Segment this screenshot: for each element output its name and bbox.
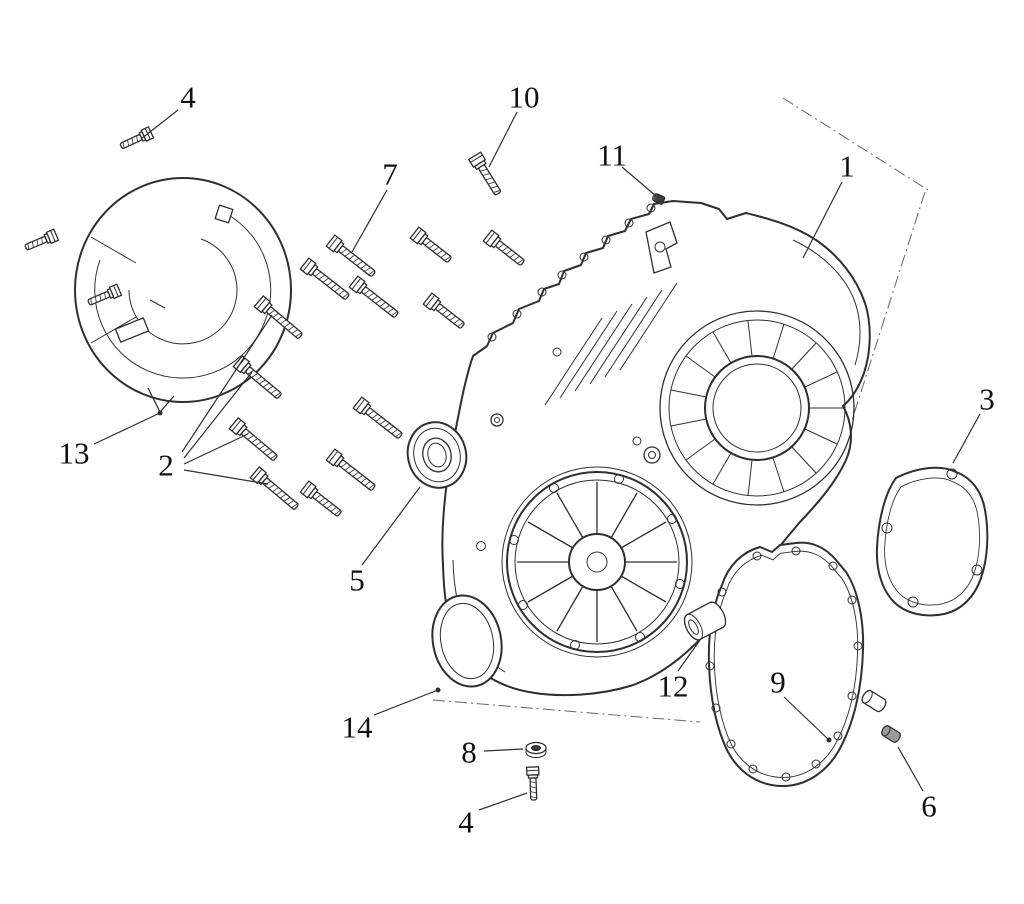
bolt [348, 275, 402, 322]
part-number: 11 [597, 138, 627, 173]
bolt [299, 480, 345, 521]
leader-line [621, 166, 657, 197]
nut-part8 [525, 741, 547, 758]
part-number: 2 [158, 448, 174, 483]
leader-line [952, 413, 981, 464]
stator-cover [506, 471, 688, 653]
leader-line [783, 696, 830, 741]
leader-line [183, 371, 253, 459]
part-number: 5 [349, 563, 365, 598]
callout-10: 10 [488, 80, 540, 168]
leader-line [183, 469, 269, 485]
part-number: 8 [461, 735, 477, 770]
gasket-part3 [875, 466, 989, 617]
bolt [299, 257, 353, 304]
bolt [409, 226, 455, 267]
bolt [325, 234, 379, 281]
callout-13: 13 [59, 412, 161, 471]
callout-4: 4 [140, 80, 196, 140]
leader-line [488, 111, 518, 168]
part-number: 13 [59, 436, 90, 471]
leader-line [677, 639, 701, 672]
leader-line [373, 689, 439, 716]
callout-4: 4 [458, 792, 528, 840]
part-number: 1 [839, 149, 855, 184]
bolt [249, 466, 302, 514]
bolt [482, 229, 528, 270]
part-number: 9 [770, 665, 786, 700]
part-number: 7 [382, 157, 398, 192]
leader-line [351, 189, 388, 253]
part-number: 6 [921, 789, 937, 824]
bolt [525, 766, 541, 801]
bushing-part12 [683, 601, 727, 641]
oil-seal-part5 [406, 421, 468, 489]
bolt [117, 126, 155, 153]
leader-line [361, 486, 421, 566]
callout-14: 14 [342, 689, 439, 745]
leader-line [181, 314, 273, 453]
part-number: 3 [979, 382, 995, 417]
leader-line [478, 792, 528, 811]
bolt [468, 151, 505, 198]
bolt [422, 292, 468, 333]
bolt [228, 417, 281, 465]
callout-3: 3 [952, 382, 995, 464]
callout-1: 1 [802, 149, 855, 259]
leader-line [140, 109, 179, 140]
fan-shroud-part13 [74, 177, 292, 414]
part-number: 12 [658, 669, 689, 704]
callout-12: 12 [658, 639, 701, 704]
leader-line [897, 746, 924, 792]
callout-7: 7 [351, 157, 398, 253]
bolt [325, 448, 379, 495]
plug-part11 [651, 193, 666, 205]
callout-2: 2 [158, 314, 273, 485]
leader-line [93, 412, 161, 445]
part-number: 4 [458, 805, 474, 840]
bolt [22, 228, 60, 254]
callout-5: 5 [349, 486, 421, 598]
callout-11: 11 [597, 138, 657, 197]
callout-9: 9 [770, 665, 830, 741]
dowel-pins-part6 [861, 689, 901, 743]
bolt [352, 396, 406, 443]
callout-6: 6 [897, 746, 937, 824]
part-number: 4 [180, 80, 196, 115]
leader-line [483, 748, 524, 752]
part-number: 14 [342, 710, 374, 745]
callout-8: 8 [461, 735, 524, 770]
leader-line [802, 181, 843, 259]
leader-line [183, 433, 249, 465]
gasket-part9 [705, 541, 865, 787]
part-number: 10 [509, 80, 540, 115]
